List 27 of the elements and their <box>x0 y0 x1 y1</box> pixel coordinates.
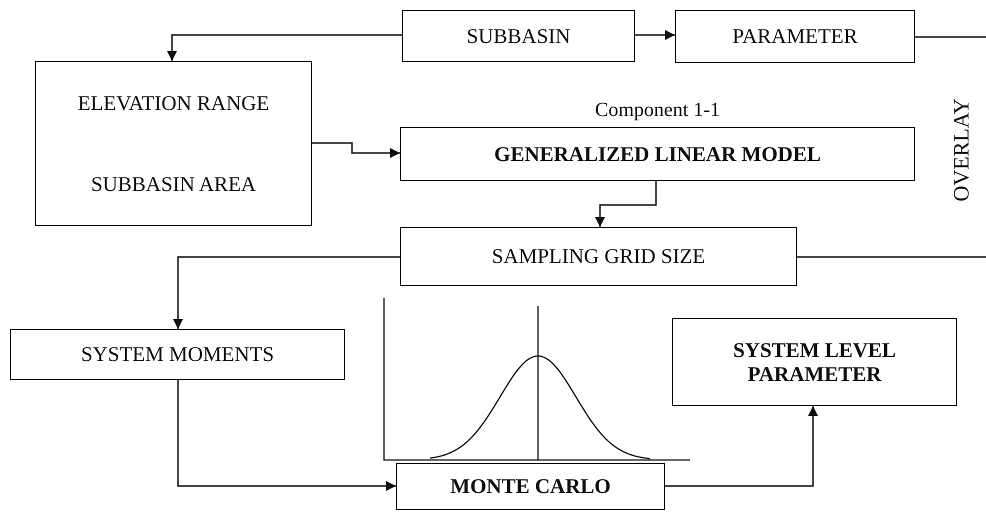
arrow <box>595 181 657 227</box>
output-box <box>672 318 957 406</box>
connector-line <box>915 36 986 38</box>
process-box <box>402 10 635 62</box>
input-box <box>35 61 312 226</box>
box-label: GENERALIZED LINEAR MODEL <box>494 142 821 166</box>
box-label: MONTE CARLO <box>450 474 611 499</box>
box-label: ELEVATION RANGE <box>78 90 270 115</box>
box-label: SYSTEM MOMENTS <box>80 342 274 367</box>
overlay-label: OVERLAY <box>949 98 975 202</box>
arrow <box>167 34 402 61</box>
component-heading: Component 1-1 <box>594 99 721 122</box>
arrow <box>665 406 818 487</box>
box-label: SUBBASIN <box>466 24 570 48</box>
arrow <box>173 256 400 329</box>
box-label: SYSTEM LEVEL PARAMETER <box>732 338 897 386</box>
process-box <box>675 10 915 63</box>
box-label: SAMPLING GRID SIZE <box>492 244 706 269</box>
process-box <box>400 227 797 286</box>
box-label: PARAMETER <box>732 24 858 49</box>
connector-line <box>797 256 986 258</box>
arrow <box>177 380 396 491</box>
arrow <box>635 30 675 40</box>
arrow <box>312 142 400 158</box>
process-box <box>10 329 345 380</box>
box-label: SUBBASIN AREA <box>90 172 256 196</box>
simulation-box <box>396 463 665 510</box>
